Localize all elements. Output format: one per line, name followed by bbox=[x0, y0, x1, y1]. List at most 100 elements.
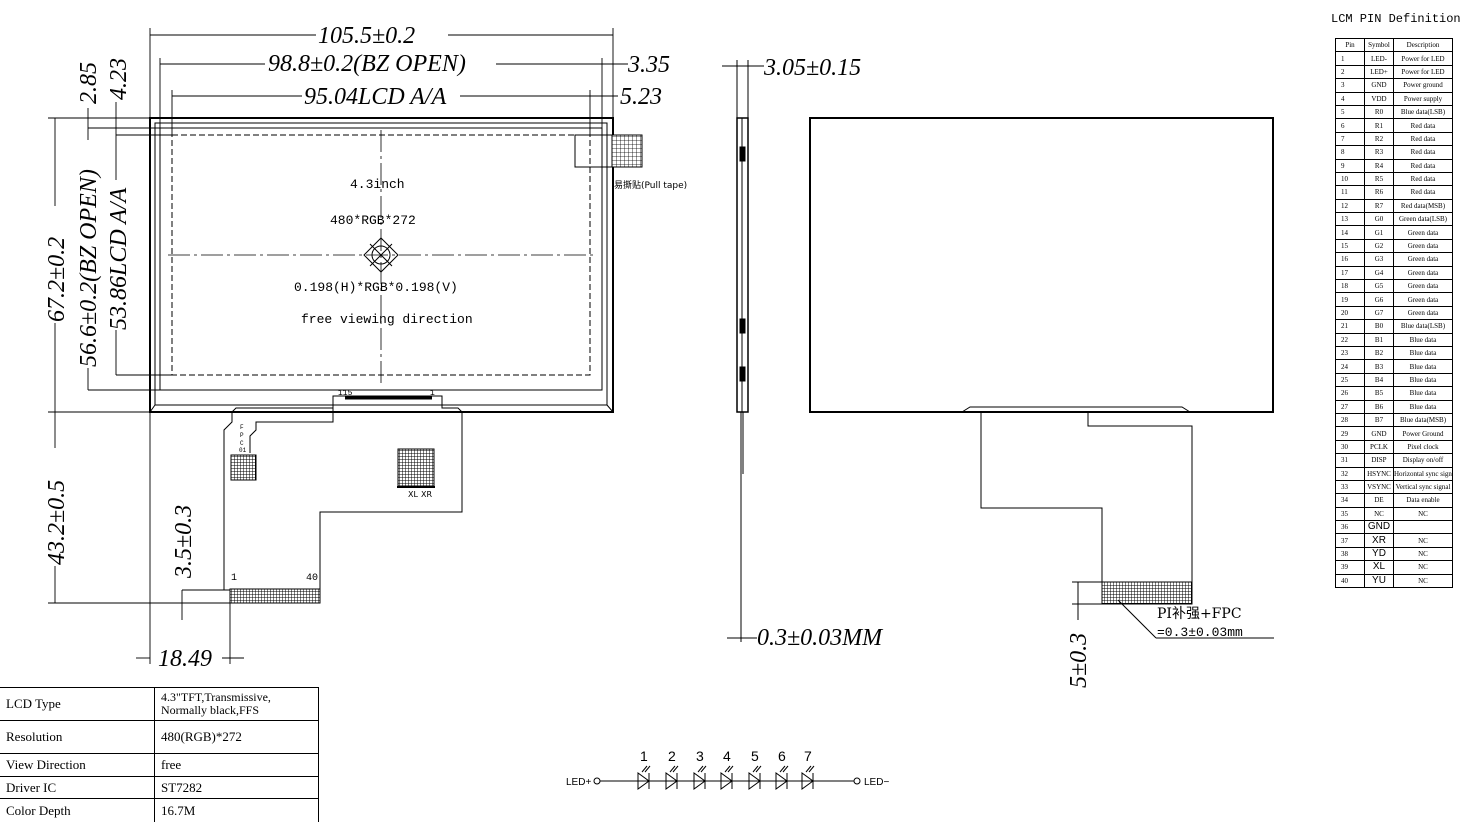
dim-right-offset-1: 3.35 bbox=[627, 52, 670, 78]
pin-symbol: B5 bbox=[1364, 386, 1394, 401]
pin-definition-title: LCM PIN Definition bbox=[1331, 12, 1461, 26]
header-description: Description bbox=[1393, 37, 1453, 53]
spec-table: LCD Type 4.3"TFT,Transmissive, Normally … bbox=[0, 687, 319, 822]
pin-symbol: XR bbox=[1364, 533, 1394, 548]
pin-number: 21 bbox=[1335, 319, 1365, 334]
pin-115-label: 115 bbox=[338, 389, 353, 398]
pin-description: Power ground bbox=[1393, 78, 1453, 93]
led-number: 2 bbox=[668, 748, 676, 764]
spec-value: 480(RGB)*272 bbox=[154, 720, 319, 754]
xl-label: XL bbox=[408, 490, 418, 499]
spec-key: LCD Type bbox=[0, 687, 155, 721]
pin-description: Blue data bbox=[1393, 345, 1453, 361]
pin-number: 5 bbox=[1335, 104, 1365, 120]
viewing-direction: free viewing direction bbox=[301, 312, 473, 327]
pin-number: 22 bbox=[1335, 332, 1365, 347]
pin-table-header: Pin Symbol Description bbox=[1335, 37, 1453, 53]
pin-symbol: G6 bbox=[1364, 292, 1394, 307]
pin-symbol: NC bbox=[1364, 506, 1394, 522]
dim-fpc-length: 43.2±0.5 bbox=[44, 480, 70, 565]
pin-number: 18 bbox=[1335, 279, 1365, 294]
pin-description: Red data bbox=[1393, 145, 1453, 160]
pin-description: Green data(LSB) bbox=[1393, 212, 1453, 227]
fpc-component-1 bbox=[230, 454, 257, 481]
dim-top-offset-1: 2.85 bbox=[76, 62, 102, 104]
pin-number: 2 bbox=[1335, 64, 1365, 80]
led-cathode-label: LED− bbox=[864, 777, 889, 788]
front-dimension-lines bbox=[48, 28, 628, 664]
pin-number: 36 bbox=[1335, 520, 1365, 535]
pin-number: 1 bbox=[1335, 51, 1365, 66]
pin-symbol: R6 bbox=[1364, 185, 1394, 200]
pin-description: Blue data bbox=[1393, 386, 1453, 401]
pin-symbol: G1 bbox=[1364, 225, 1394, 240]
spec-key: Color Depth bbox=[0, 798, 155, 822]
spec-key: Driver IC bbox=[0, 776, 155, 799]
fpc-label-f: F bbox=[240, 424, 244, 431]
led-diode-icon: 5 bbox=[748, 748, 762, 790]
header-symbol: Symbol bbox=[1364, 37, 1394, 53]
pin-description: Green data bbox=[1393, 238, 1453, 254]
pin-symbol: G5 bbox=[1364, 279, 1394, 294]
pin-description: Blue data bbox=[1393, 359, 1453, 374]
pull-tape-note: 易撕贴(Pull tape) bbox=[614, 179, 687, 191]
pin-number: 27 bbox=[1335, 399, 1365, 414]
dim-outline-width: 105.5±0.2 bbox=[318, 23, 415, 49]
dim-active-area-height: 53.86LCD A/A bbox=[106, 187, 132, 330]
led-number: 5 bbox=[751, 748, 759, 764]
led-number: 4 bbox=[723, 748, 731, 764]
pin-description: Green data bbox=[1393, 305, 1453, 321]
pin-symbol: R1 bbox=[1364, 118, 1394, 133]
led-diode-icon: 3 bbox=[693, 748, 707, 790]
pin-description: Power for LED bbox=[1393, 51, 1453, 66]
pin-symbol: B1 bbox=[1364, 332, 1394, 347]
pin-symbol: R0 bbox=[1364, 104, 1394, 120]
pin-symbol: R3 bbox=[1364, 145, 1394, 160]
pin-description: Power Ground bbox=[1393, 426, 1453, 441]
pull-tape bbox=[611, 134, 643, 168]
pin-number: 39 bbox=[1335, 560, 1365, 575]
module-outline bbox=[149, 117, 614, 413]
pin-symbol: G7 bbox=[1364, 305, 1394, 321]
pin-description: Display on/off bbox=[1393, 453, 1453, 468]
pin-number: 26 bbox=[1335, 386, 1365, 401]
dim-stiffener-length: 5±0.3 bbox=[1066, 633, 1092, 688]
pin-description: Blue data bbox=[1393, 372, 1453, 388]
pin-description: Vertical sync signal bbox=[1393, 479, 1453, 495]
dim-bezel-open-height: 56.6±0.2(BZ OPEN) bbox=[76, 169, 102, 367]
pin-number: 7 bbox=[1335, 131, 1365, 147]
pin-number: 15 bbox=[1335, 238, 1365, 254]
fpc-pin-1-label: 1 bbox=[231, 573, 237, 584]
pin-symbol: LED- bbox=[1364, 51, 1394, 66]
side-view bbox=[722, 60, 764, 642]
dim-fpc-offset: 18.49 bbox=[158, 646, 212, 672]
pin-number: 40 bbox=[1335, 573, 1365, 589]
pin-symbol: YD bbox=[1364, 546, 1394, 562]
pin-symbol: R4 bbox=[1364, 158, 1394, 173]
dim-thickness: 3.05±0.15 bbox=[763, 55, 861, 81]
pin-symbol: VDD bbox=[1364, 91, 1394, 106]
pin-symbol: G3 bbox=[1364, 252, 1394, 267]
pin-symbol: R2 bbox=[1364, 131, 1394, 147]
pin-description: Red data bbox=[1393, 131, 1453, 147]
led-diode-icon: 6 bbox=[775, 748, 789, 790]
front-dimension-text: 105.5±0.2 98.8±0.2(BZ OPEN) 95.04LCD A/A… bbox=[44, 23, 670, 672]
xr-label: XR bbox=[421, 490, 432, 499]
